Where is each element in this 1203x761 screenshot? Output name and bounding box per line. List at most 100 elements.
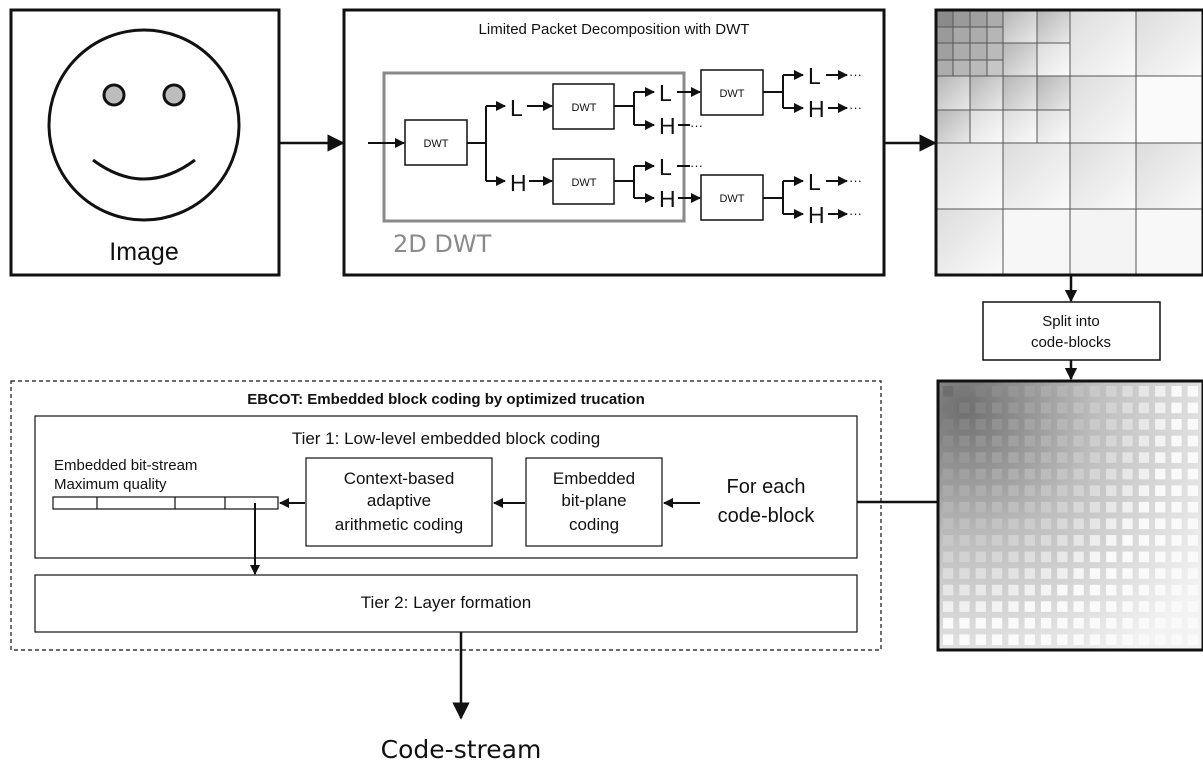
code-block-cell xyxy=(1171,634,1182,645)
code-block-cell xyxy=(975,551,986,563)
code-block-cell xyxy=(1171,568,1182,579)
code-block-cell xyxy=(991,568,1003,579)
tier2-box xyxy=(34,574,858,633)
svg-text:bit-plane: bit-plane xyxy=(561,491,626,510)
code-block-cell xyxy=(1057,551,1068,563)
code-block-cell xyxy=(1122,468,1133,480)
code-block-cell xyxy=(1106,518,1117,530)
code-block-cell xyxy=(975,452,986,463)
code-block-cell xyxy=(1106,501,1117,513)
code-block-cell xyxy=(1187,518,1198,530)
svg-text:DWT: DWT xyxy=(571,102,596,114)
code-block-cell xyxy=(1024,601,1035,612)
code-block-cell xyxy=(975,386,986,397)
code-block-cell xyxy=(1106,419,1117,430)
code-block-cell xyxy=(1089,551,1101,563)
code-block-cell xyxy=(1138,634,1150,645)
svg-text:DWT: DWT xyxy=(719,193,744,205)
code-block-cell xyxy=(1073,518,1084,530)
code-block-cell xyxy=(1155,485,1166,496)
code-block-cell xyxy=(1171,468,1182,480)
code-stream-label: Code-stream xyxy=(381,735,542,761)
code-block-cell xyxy=(959,518,970,530)
code-block-cell xyxy=(959,452,970,463)
svg-text:arithmetic coding: arithmetic coding xyxy=(335,515,464,534)
image-panel: Image xyxy=(9,8,281,277)
code-block-cell xyxy=(1073,468,1084,480)
code-block-cell xyxy=(1106,634,1117,645)
code-block-cell xyxy=(959,634,970,645)
svg-text:H: H xyxy=(808,96,825,122)
bitstream-label-2: Maximum quality xyxy=(54,476,167,493)
code-block-cell xyxy=(1089,535,1101,546)
code-block-cell xyxy=(1187,634,1198,645)
code-block-cell xyxy=(991,452,1003,463)
code-block-cell xyxy=(1171,452,1182,463)
code-block-cell xyxy=(943,402,954,414)
code-block-cell xyxy=(943,568,954,579)
code-block-cell xyxy=(1040,468,1052,480)
code-block-cell xyxy=(1057,402,1068,414)
code-block-cell xyxy=(1171,535,1182,546)
code-block-cell xyxy=(1171,601,1182,612)
code-block-cell xyxy=(1073,402,1084,414)
code-block-cell xyxy=(1106,584,1117,596)
svg-text:H: H xyxy=(808,202,825,228)
code-block-cell xyxy=(1008,402,1019,414)
code-block-cell xyxy=(1008,386,1019,397)
code-block-cell xyxy=(1122,617,1133,629)
code-block-cell xyxy=(1040,419,1052,430)
code-block-cell xyxy=(975,485,986,496)
code-block-cell xyxy=(1187,568,1198,579)
svg-text:H: H xyxy=(659,186,676,212)
code-block-cell xyxy=(1171,386,1182,397)
code-block-cell xyxy=(959,386,970,397)
code-block-cell xyxy=(1073,535,1084,546)
code-block-cell xyxy=(1155,551,1166,563)
code-block-cell xyxy=(1040,452,1052,463)
svg-text:DWT: DWT xyxy=(423,138,448,150)
code-block-cell xyxy=(991,402,1003,414)
code-block-cell xyxy=(1073,568,1084,579)
code-block-cell xyxy=(1024,485,1035,496)
code-block-cell xyxy=(1024,452,1035,463)
high-band-label: H xyxy=(510,170,527,196)
svg-text:···: ··· xyxy=(690,158,703,173)
code-block-cell xyxy=(1089,419,1101,430)
code-block-cell xyxy=(1040,402,1052,414)
code-block-cell xyxy=(1187,535,1198,546)
code-block-cell xyxy=(975,435,986,447)
code-block-cell xyxy=(1073,634,1084,645)
code-block-cell xyxy=(943,501,954,513)
code-block-cell xyxy=(1171,419,1182,430)
code-block-cell xyxy=(1008,468,1019,480)
smiley-face-icon xyxy=(47,28,241,222)
code-block-cell xyxy=(1073,584,1084,596)
image-label: Image xyxy=(109,238,178,266)
code-block-cell xyxy=(1073,617,1084,629)
code-block-cell xyxy=(1122,535,1133,546)
code-block-cell xyxy=(943,419,954,430)
code-block-cell xyxy=(1089,617,1101,629)
code-block-cell xyxy=(1024,468,1035,480)
code-block-cell xyxy=(943,485,954,496)
code-block-cell xyxy=(1040,584,1052,596)
code-block-cell xyxy=(943,584,954,596)
code-block-cell xyxy=(1024,402,1035,414)
code-block-cell xyxy=(1138,485,1150,496)
code-block-cell xyxy=(1089,468,1101,480)
code-block-cell xyxy=(1024,386,1035,397)
svg-text:···: ··· xyxy=(690,118,703,133)
code-block-cell xyxy=(1057,485,1068,496)
svg-text:Context-based: Context-based xyxy=(344,469,455,488)
code-block-cell xyxy=(1073,386,1084,397)
split-into-code-blocks-box: Split into code-blocks xyxy=(982,301,1161,361)
code-block-cell xyxy=(1024,584,1035,596)
dwt-block-2 xyxy=(552,83,615,130)
code-block-cell xyxy=(991,485,1003,496)
code-block-cell xyxy=(1122,386,1133,397)
code-block-cell xyxy=(1089,568,1101,579)
code-block-cell xyxy=(1024,634,1035,645)
2d-dwt-label: 2D DWT xyxy=(393,230,492,258)
code-block-cell xyxy=(1073,435,1084,447)
